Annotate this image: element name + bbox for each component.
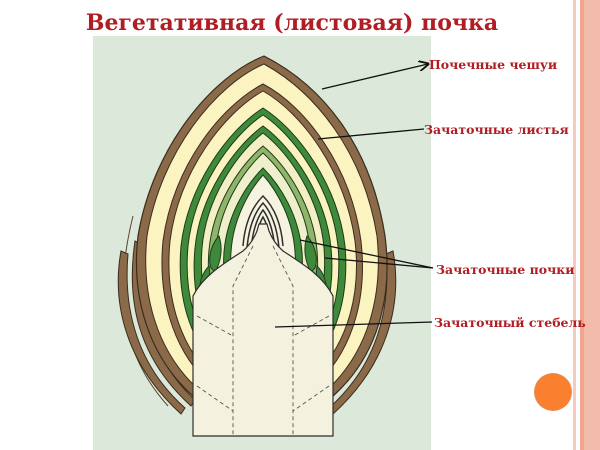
arrow-bud-primordia-1: [299, 239, 434, 269]
decorative-stripe-wide: [584, 0, 600, 450]
slide-title-text: Вегетативная (листовая) почка: [85, 10, 499, 36]
decorative-stripe-thin: [573, 0, 576, 450]
label-leaf-primordia: Зачаточные листья: [424, 122, 569, 137]
stem-primordium: [192, 223, 334, 437]
decorative-stripe-dark: [580, 0, 584, 450]
arrow-bud-primordia-2: [324, 257, 434, 269]
arrow-stem-primordium: [274, 321, 433, 328]
label-stem-primordium: Зачаточный стебель: [434, 315, 586, 330]
label-bud-primordia: Зачаточные почки: [436, 262, 575, 277]
arrow-leaf-primordia: [317, 128, 425, 140]
slide-title: Вегетативная (листовая) почка: [0, 10, 600, 36]
bud-section-illustration: [117, 55, 397, 437]
label-bud-scales: Почечные чешуи: [429, 57, 558, 72]
accent-circle: [535, 374, 571, 410]
arrow-bud-scales: [321, 64, 428, 90]
